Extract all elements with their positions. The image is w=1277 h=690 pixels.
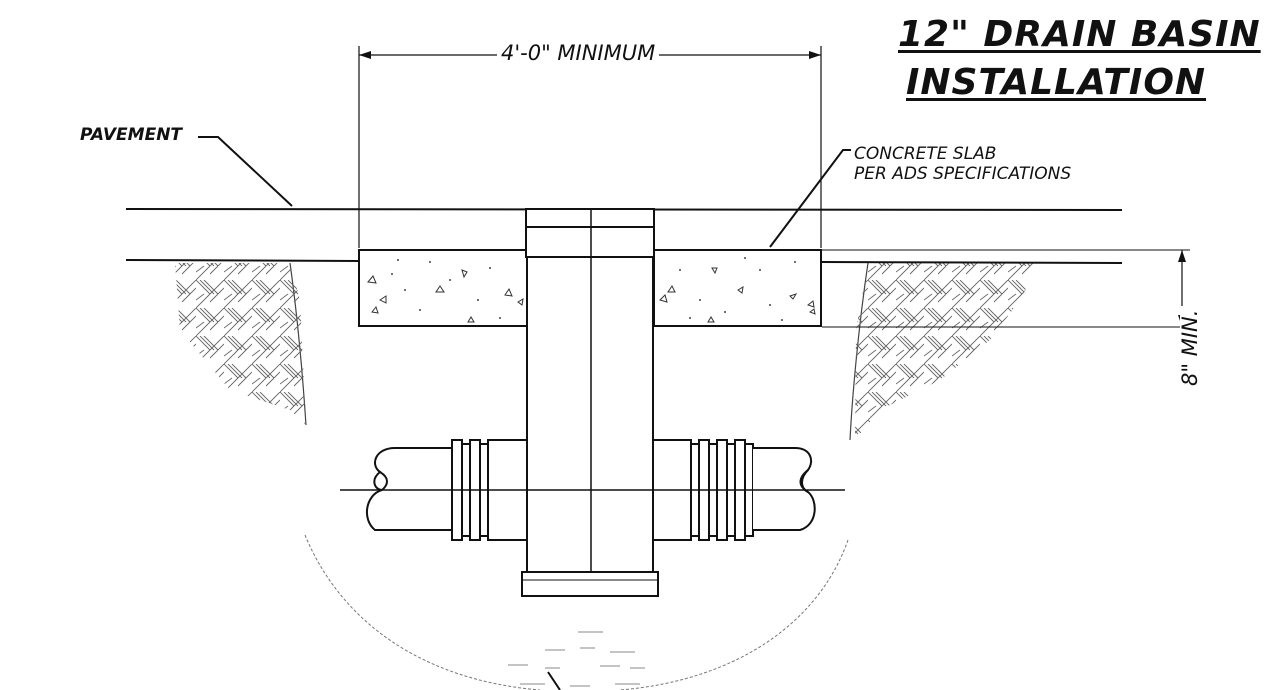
- soil-hatch-left: [175, 263, 306, 425]
- concrete-aggregate: [367, 267, 816, 323]
- slab-label-line-1: CONCRETE SLAB: [854, 144, 997, 164]
- title-line-1: 12" DRAIN BASIN: [898, 14, 1261, 55]
- concrete-slab-right: [653, 249, 822, 327]
- riser-body: [526, 256, 654, 573]
- riser-bottom-cap: [521, 571, 659, 597]
- dim-width-arrow-right: [809, 51, 821, 59]
- concrete-speckles: [391, 257, 796, 321]
- title-line-2: INSTALLATION: [906, 62, 1207, 103]
- dim-depth-arrow-top: [1178, 250, 1186, 262]
- slab-leader: [769, 149, 851, 248]
- dimension-depth-label: 8" MIN.: [1178, 305, 1202, 390]
- excavation-arc: [304, 534, 541, 690]
- pavement-label: PAVEMENT: [80, 125, 183, 145]
- pavement-leader: [198, 136, 293, 207]
- bottom-leader-fragment: [547, 671, 561, 690]
- pavement-bottom-line-left: [125, 259, 361, 262]
- dimension-width-label: 4'-0" MINIMUM: [497, 43, 660, 64]
- excavation-arc-right: [619, 539, 849, 690]
- concrete-slab-left: [358, 249, 528, 327]
- riser-collar: [525, 226, 655, 258]
- riser-cap: [525, 208, 655, 228]
- bedding-marks: [508, 631, 645, 687]
- slab-label-line-2: PER ADS SPECIFICATIONS: [854, 164, 1072, 184]
- pavement-bottom-line-right: [819, 261, 1123, 264]
- soil-hatch-right: [855, 263, 1040, 440]
- dim-width-arrow-left: [359, 51, 371, 59]
